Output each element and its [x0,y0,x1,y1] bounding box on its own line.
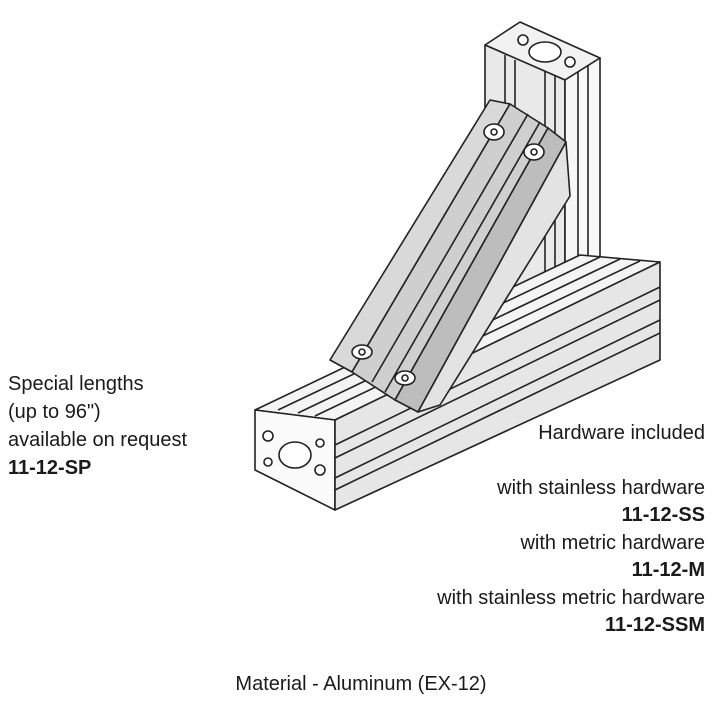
material-caption: Material - Aluminum (EX-12) [235,673,487,695]
special-lengths-block: Special lengths (up to 96") available on… [8,370,187,482]
brace-bracket [329,99,571,413]
special-lengths-line: available on request [8,429,188,451]
hardware-option-part: 11-12-SSM [604,614,705,636]
special-lengths-line: Special lengths [8,373,144,395]
horizontal-extrusion [254,254,661,511]
special-lengths-line: (up to 96") [8,401,101,423]
hardware-option-label: with stainless metric hardware [437,587,705,609]
special-part-number: 11-12-SP [8,457,92,479]
hardware-option-label: with metric hardware [520,532,705,554]
hardware-included-label: Hardware included [538,422,705,444]
hardware-option-part: 11-12-SS [621,504,705,526]
hardware-option-part: 11-12-M [631,559,705,581]
hardware-option-label: with stainless hardware [497,477,705,499]
